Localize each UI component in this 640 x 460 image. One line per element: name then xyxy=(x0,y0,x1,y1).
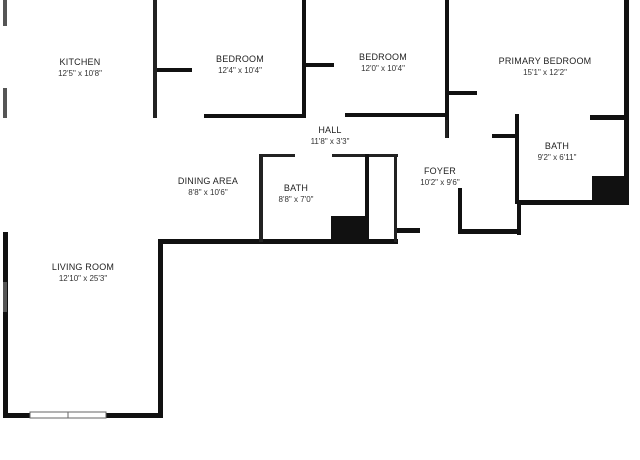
room-bedroom-2: BEDROOM 12'0" x 10'4" xyxy=(359,52,407,73)
room-name: DINING AREA xyxy=(178,176,238,186)
wall-bedroom2-bottom xyxy=(345,113,447,117)
room-dining-area: DINING AREA 8'8" x 10'6" xyxy=(178,176,238,197)
room-dimensions: 15'1" x 12'2" xyxy=(523,68,567,77)
room-name: LIVING ROOM xyxy=(52,262,114,272)
wall-left-exterior xyxy=(3,232,8,418)
wall-kitchen-bedroom xyxy=(153,0,157,118)
room-name: BATH xyxy=(545,141,569,151)
room-bath-primary: BATH 9'2" x 6'11" xyxy=(538,141,577,162)
room-foyer: FOYER 10'2" x 9'6" xyxy=(420,166,460,187)
fixtures xyxy=(331,176,626,242)
wall-primary-closet xyxy=(449,91,477,95)
primary-bath-shower-fixture xyxy=(592,176,626,204)
room-dimensions: 12'5" x 10'8" xyxy=(58,69,102,78)
room-name: PRIMARY BEDROOM xyxy=(499,56,592,66)
room-name: BEDROOM xyxy=(216,54,264,64)
bath-tub-fixture xyxy=(331,216,366,242)
wall-entry-jamb xyxy=(394,228,420,233)
wall-bedroom2-closet xyxy=(306,63,334,67)
wall-bedroom2-primary xyxy=(445,0,449,138)
room-name: KITCHEN xyxy=(60,57,101,67)
window-tick-left-2 xyxy=(3,88,7,118)
room-dimensions: 10'2" x 9'6" xyxy=(420,178,460,187)
wall-foyer-right xyxy=(517,200,521,235)
room-name: HALL xyxy=(318,125,341,135)
window-tick-left-1 xyxy=(3,0,7,26)
room-dimensions: 12'10" x 25'3" xyxy=(59,274,107,283)
room-name: BEDROOM xyxy=(359,52,407,62)
wall-right-exterior xyxy=(624,0,629,205)
room-kitchen: KITCHEN 12'5" x 10'8" xyxy=(58,57,102,78)
room-living-room: LIVING ROOM 12'10" x 25'3" xyxy=(52,262,114,283)
wall-primary-bath-stub xyxy=(492,134,517,138)
room-labels: KITCHEN 12'5" x 10'8" BEDROOM 12'4" x 10… xyxy=(52,52,591,283)
wall-foyer-bottom xyxy=(458,229,521,234)
room-bedroom-1: BEDROOM 12'4" x 10'4" xyxy=(216,54,264,75)
room-bath: BATH 8'8" x 7'0" xyxy=(279,183,314,204)
wall-bath-top-left xyxy=(259,154,295,157)
wall-primary-bottom xyxy=(590,115,626,120)
room-dimensions: 11'8" x 3'3" xyxy=(311,137,350,146)
wall-dining-bottom xyxy=(158,239,398,244)
wall-primary-bath-bottom xyxy=(517,200,629,205)
wall-bath-left xyxy=(259,154,263,242)
wall-bedroom1-bedroom2 xyxy=(302,0,306,118)
wall-closet-right xyxy=(394,154,397,242)
room-dimensions: 8'8" x 10'6" xyxy=(188,188,228,197)
room-hall: HALL 11'8" x 3'3" xyxy=(311,125,350,146)
room-name: BATH xyxy=(284,183,308,193)
window-tick-left-3 xyxy=(3,282,7,312)
wall-bedroom1-bottom xyxy=(204,114,306,118)
wall-primary-bath-left xyxy=(515,114,519,204)
wall-living-right xyxy=(158,240,163,418)
room-dimensions: 8'8" x 7'0" xyxy=(279,195,314,204)
wall-foyer-inner xyxy=(458,188,462,234)
wall-hall-foyer xyxy=(445,120,448,138)
room-dimensions: 9'2" x 6'11" xyxy=(538,153,577,162)
room-primary-bedroom: PRIMARY BEDROOM 15'1" x 12'2" xyxy=(499,56,592,77)
walls xyxy=(3,0,629,418)
wall-bath-right xyxy=(365,154,369,242)
wall-bedroom1-closet xyxy=(157,68,192,72)
windows xyxy=(3,0,107,419)
room-dimensions: 12'0" x 10'4" xyxy=(361,64,405,73)
room-name: FOYER xyxy=(424,166,456,176)
room-dimensions: 12'4" x 10'4" xyxy=(218,66,262,75)
